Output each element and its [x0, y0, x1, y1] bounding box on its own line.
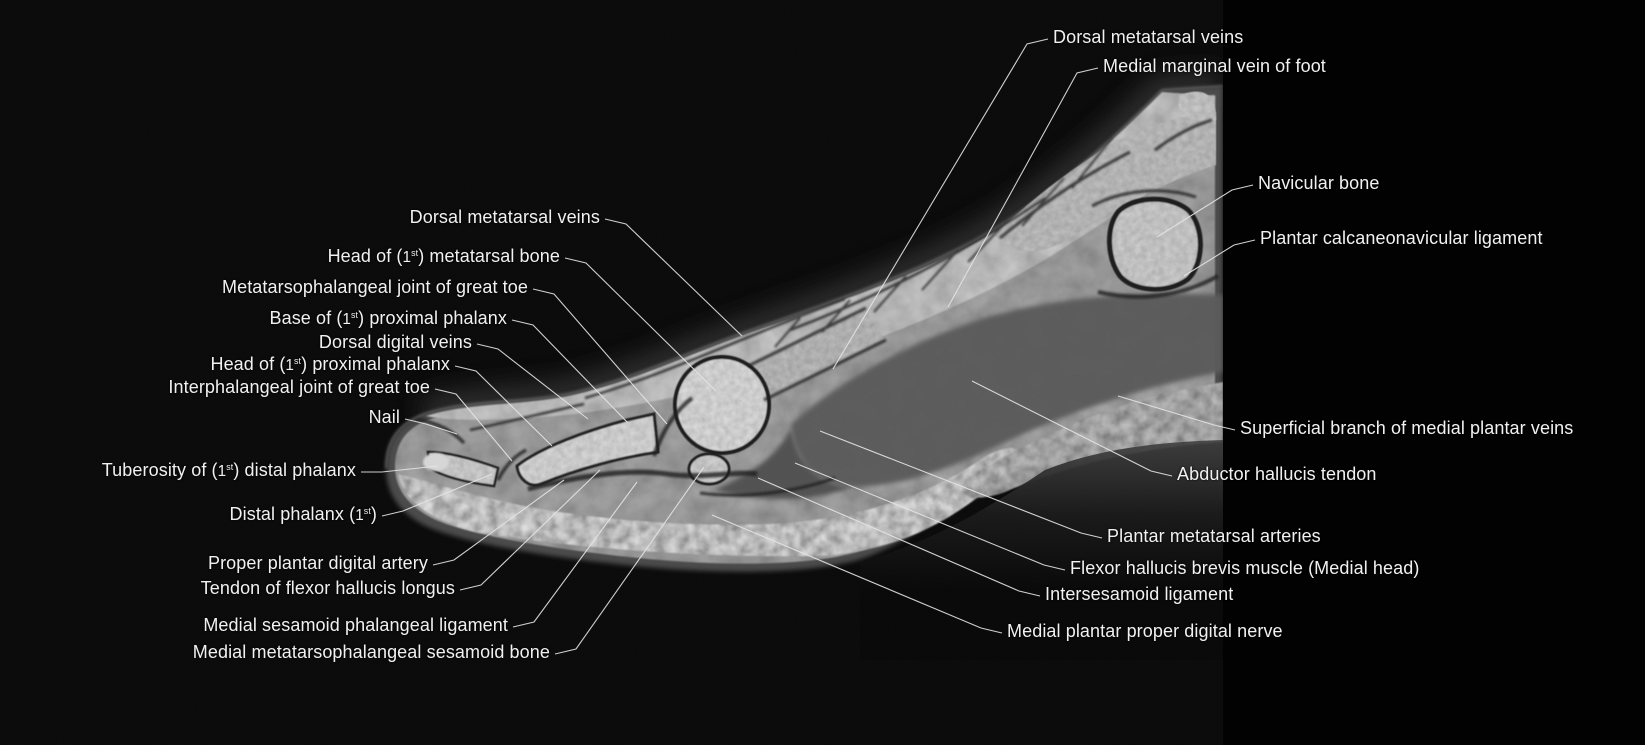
label-left-head-of-1st-metatarsal-bone: Head of (1st) metatarsal bone: [327, 246, 560, 267]
label-left-metatarsophalangeal-joint-of-great-toe: Metatarsophalangeal joint of great toe: [221, 277, 528, 298]
label-left-medial-sesamoid-phalangeal-ligament: Medial sesamoid phalangeal ligament: [203, 615, 508, 636]
leader-line-right-navicular-bone: [1156, 184, 1254, 238]
leader-line-right-superficial-branch-of-medial-plantar-veins: [1117, 395, 1236, 431]
label-right-intersesamoid-ligament: Intersesamoid ligament: [1045, 584, 1234, 605]
label-right-plantar-calcaneonavicular-ligament: Plantar calcaneonavicular ligament: [1260, 228, 1543, 249]
label-left-medial-metatarsophalangeal-sesamoid-bone: Medial metatarsophalangeal sesamoid bone: [192, 642, 550, 663]
label-left-interphalangeal-joint-of-great-toe: Interphalangeal joint of great toe: [168, 377, 430, 398]
leader-line-left-medial-sesamoid-phalangeal-ligament: [512, 481, 638, 628]
leader-line-right-plantar-metatarsal-arteries: [819, 430, 1103, 539]
leader-line-left-distal-phalanx-1st: [381, 473, 493, 517]
mri-foot-group: [0, 0, 1223, 745]
leader-line-right-plantar-calcaneonavicular-ligament: [1183, 239, 1256, 277]
leader-line-right-flexor-hallucis-brevis-muscle-medial-head: [794, 462, 1066, 571]
label-right-flexor-hallucis-brevis-muscle-medial-head: Flexor hallucis brevis muscle (Medial he…: [1070, 558, 1420, 579]
leader-line-left-tendon-of-flexor-hallucis-longus: [459, 469, 601, 591]
leader-line-right-dorsal-metatarsal-veins: [832, 38, 1049, 370]
label-left-distal-phalanx-1st: Distal phalanx (1st): [229, 504, 377, 525]
label-left-base-of-1st-proximal-phalanx: Base of (1st) proximal phalanx: [269, 308, 507, 329]
leader-line-right-medial-plantar-proper-digital-nerve: [711, 514, 1003, 634]
label-right-superficial-branch-of-medial-plantar-veins: Superficial branch of medial plantar vei…: [1240, 418, 1574, 439]
leader-line-left-dorsal-metatarsal-veins: [604, 218, 743, 337]
leader-line-left-head-of-1st-metatarsal-bone: [564, 257, 717, 392]
leader-line-right-medial-marginal-vein-of-foot: [947, 67, 1099, 308]
label-left-tendon-of-flexor-hallucis-longus: Tendon of flexor hallucis longus: [200, 578, 455, 599]
label-left-dorsal-metatarsal-veins: Dorsal metatarsal veins: [409, 207, 600, 228]
label-right-abductor-hallucis-tendon: Abductor hallucis tendon: [1177, 464, 1377, 485]
label-right-medial-marginal-vein-of-foot: Medial marginal vein of foot: [1103, 56, 1326, 77]
leader-line-left-proper-plantar-digital-artery: [432, 479, 565, 566]
label-right-plantar-metatarsal-arteries: Plantar metatarsal arteries: [1107, 526, 1321, 547]
label-left-head-of-1st-proximal-phalanx: Head of (1st) proximal phalanx: [210, 354, 450, 375]
label-left-nail: Nail: [368, 407, 400, 428]
leader-line-left-interphalangeal-joint-of-great-toe: [434, 388, 513, 462]
leader-line-right-intersesamoid-ligament: [757, 477, 1041, 597]
leader-line-left-dorsal-digital-veins: [476, 343, 589, 420]
leader-line-right-abductor-hallucis-tendon: [971, 380, 1173, 477]
label-left-proper-plantar-digital-artery: Proper plantar digital artery: [207, 553, 428, 574]
leader-line-left-nail: [404, 418, 458, 435]
leader-line-left-tuberosity-of-1st-distal-phalanx: [361, 465, 439, 473]
image-noise: [0, 0, 1223, 745]
label-left-tuberosity-of-1st-distal-phalanx: Tuberosity of (1st) distal phalanx: [101, 460, 356, 481]
label-right-dorsal-metatarsal-veins: Dorsal metatarsal veins: [1053, 27, 1244, 48]
leader-line-left-metatarsophalangeal-joint-of-great-toe: [532, 288, 668, 425]
label-left-dorsal-digital-veins: Dorsal digital veins: [318, 332, 472, 353]
label-right-medial-plantar-proper-digital-nerve: Medial plantar proper digital nerve: [1007, 621, 1283, 642]
leader-line-left-medial-metatarsophalangeal-sesamoid-bone: [554, 466, 705, 655]
label-right-navicular-bone: Navicular bone: [1258, 173, 1380, 194]
leader-line-left-head-of-1st-proximal-phalanx: [454, 365, 553, 447]
leader-line-left-base-of-1st-proximal-phalanx: [511, 319, 629, 424]
